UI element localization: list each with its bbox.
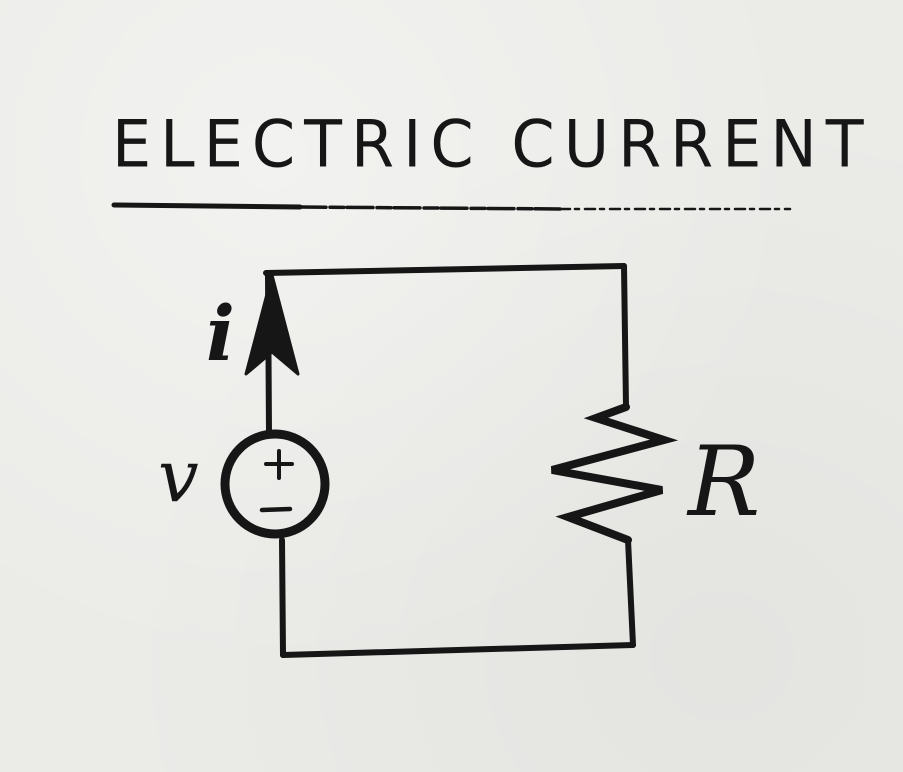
- source-plus-sign: [264, 449, 294, 480]
- wire-top: [263, 263, 627, 276]
- voltage-label: v: [158, 434, 199, 518]
- resistor-icon: [550, 403, 679, 544]
- diagram-title: ELECTRIC CURRENT: [112, 105, 873, 183]
- wire-right-lower: [625, 537, 636, 648]
- current-label: i: [206, 289, 235, 378]
- title-underline: [111, 202, 792, 211]
- source-minus-sign: [259, 506, 293, 513]
- current-arrow-icon: [244, 273, 300, 376]
- wire-bottom: [280, 642, 636, 658]
- voltage-source-icon: [220, 429, 330, 539]
- wire-right-upper: [621, 263, 629, 410]
- wire-left-lower: [279, 537, 286, 658]
- resistor-label: R: [688, 426, 761, 538]
